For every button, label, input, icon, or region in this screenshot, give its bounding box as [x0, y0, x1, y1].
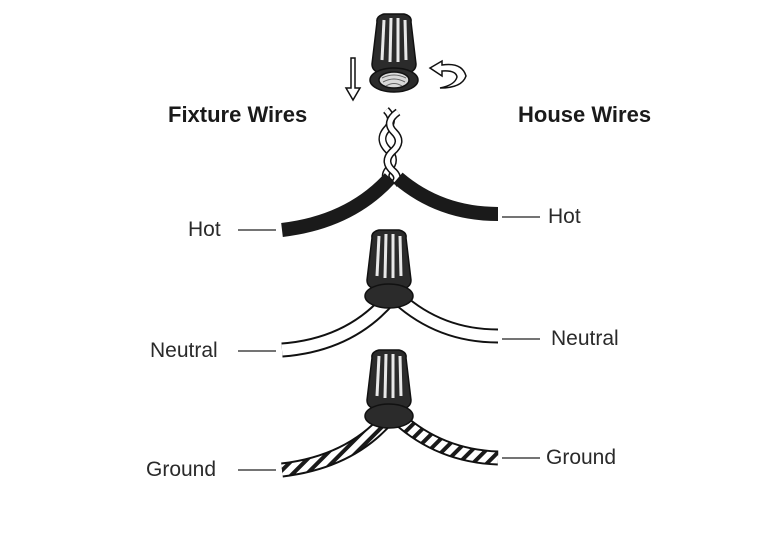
house-hot-label: Hot [548, 205, 581, 228]
leader-lines [238, 216, 540, 471]
rotate-arrow-icon [428, 59, 467, 89]
bottom-wire-connector [363, 348, 415, 430]
down-arrow-icon [344, 57, 362, 102]
fixture-hot-label: Hot [188, 218, 221, 241]
twisted-wire-tips [378, 107, 403, 188]
house-wires-heading: House Wires [518, 102, 652, 127]
house-neutral-label: Neutral [551, 327, 619, 350]
fixture-neutral-label: Neutral [150, 339, 218, 362]
house-ground-label: Ground [546, 446, 617, 469]
top-wire-connector [368, 12, 420, 94]
fixture-ground-label: Ground [146, 458, 217, 481]
fixture-wires-heading: Fixture Wires [168, 102, 308, 127]
hot-wires [281, 172, 499, 237]
middle-wire-connector [363, 228, 415, 310]
